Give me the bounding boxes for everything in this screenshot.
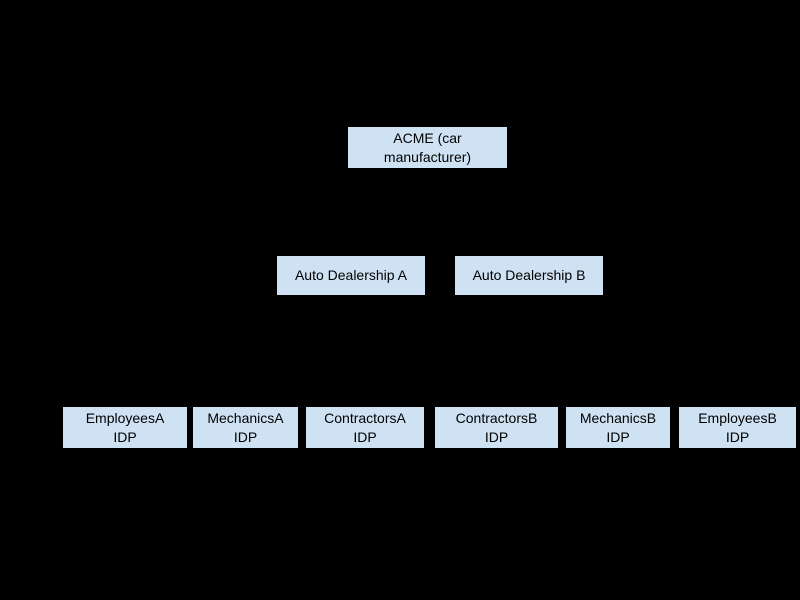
node-employeesb-idp: EmployeesB IDP [679,407,796,448]
node-contractorsa-idp: ContractorsA IDP [306,407,424,448]
node-label-line: Auto Dealership B [472,267,586,283]
node-label-line: IDP [606,428,630,445]
node-label-line: manufacturer) [383,148,472,165]
node-auto-dealership-a: Auto Dealership A [277,256,425,295]
node-label-line: ContractorsB [455,409,538,426]
node-label-line: IDP [353,428,377,445]
node-label-line: EmployeesA [85,409,165,426]
node-acme: ACME (car manufacturer) [348,127,507,168]
node-label-line: ContractorsA [324,409,406,426]
node-label-line: MechanicsB [579,409,657,426]
node-label-line: IDP [233,428,258,445]
node-label-line: ACME (car [393,129,462,146]
node-auto-dealership-b: Auto Dealership B [455,256,603,295]
node-label-line: IDP [484,428,509,445]
node-label-line: IDP [113,428,137,445]
node-label-line: IDP [725,428,750,445]
node-label-line: Auto Dealership A [294,267,408,283]
node-employeesa-idp: EmployeesA IDP [63,407,187,448]
node-label-line: EmployeesB [698,409,777,426]
node-label-line: MechanicsA [207,409,284,426]
node-mechanicsb-idp: MechanicsB IDP [566,407,670,448]
node-contractorsb-idp: ContractorsB IDP [435,407,558,448]
node-mechanicsa-idp: MechanicsA IDP [193,407,298,448]
